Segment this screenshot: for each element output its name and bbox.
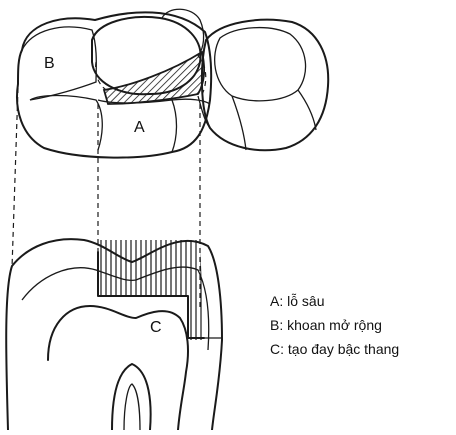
root-canal-inner — [124, 384, 140, 430]
pulp-chamber — [48, 306, 188, 430]
cusp-small-top — [162, 9, 204, 56]
legend: A: lỗ sâu B: khoan mở rộng C: tạo đay bậ… — [270, 293, 399, 357]
cusp-lower-left — [30, 96, 102, 151]
right-molar-inner — [215, 28, 306, 101]
legend-item-c: C: tạo đay bậc thang — [270, 341, 399, 357]
legend-item-b: B: khoan mở rộng — [270, 317, 382, 333]
label-a: A — [134, 119, 145, 136]
legend-item-a: A: lỗ sâu — [270, 293, 324, 309]
cavity-a-hatched — [104, 52, 204, 104]
label-b: B — [44, 55, 55, 72]
cross-section-view — [6, 239, 222, 430]
label-c: C — [150, 319, 162, 336]
root-canal — [112, 364, 151, 430]
cusp-b — [22, 27, 96, 100]
occlusal-view — [17, 9, 328, 157]
cusp-lower-divider — [172, 99, 210, 104]
